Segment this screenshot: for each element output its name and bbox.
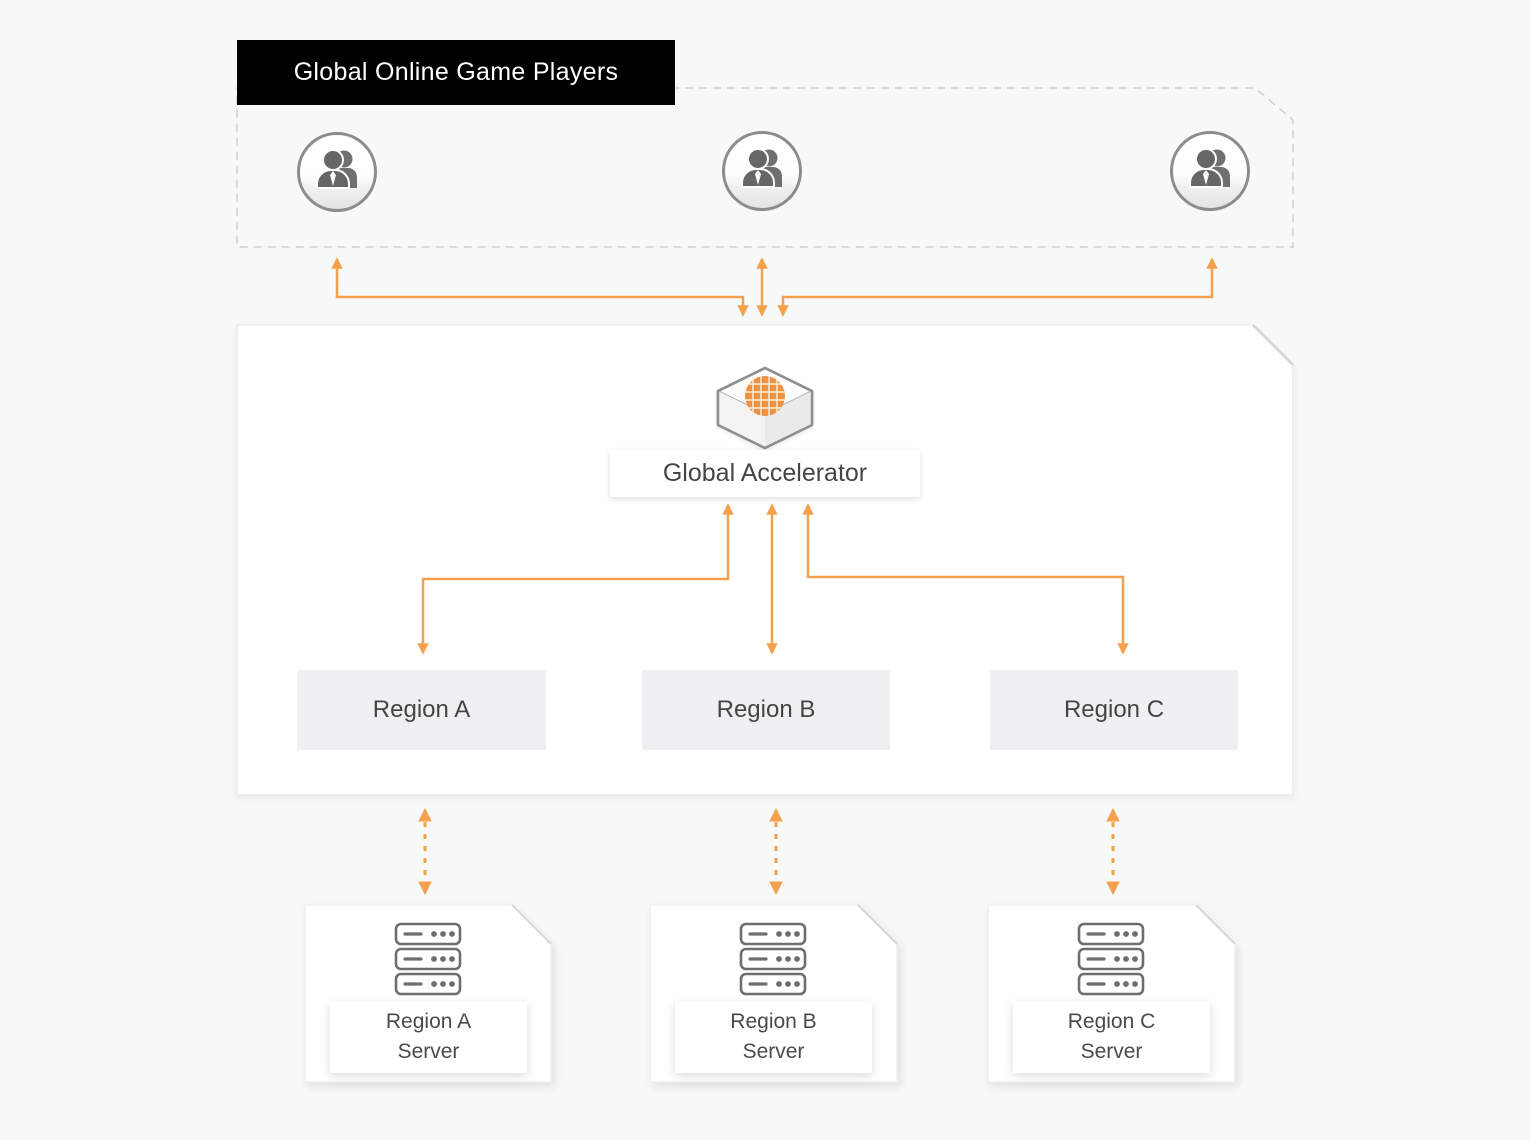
region-c-box: Region C — [990, 670, 1238, 750]
server-rack-icon — [739, 922, 807, 996]
server-rack-icons — [394, 922, 1145, 996]
arrows-players-accelerator — [331, 257, 1218, 317]
diagram-title-bar: Global Online Game Players — [237, 40, 675, 105]
game-players-icon — [1170, 131, 1250, 211]
arrows-regions-servers — [418, 807, 1120, 896]
server-a-label: Region A Server — [330, 1001, 527, 1073]
globe-cube-icon — [716, 366, 814, 450]
game-players-icon — [722, 131, 802, 211]
region-b-box: Region B — [642, 670, 890, 750]
server-rack-icon — [1077, 922, 1145, 996]
diagram-title: Global Online Game Players — [293, 58, 619, 86]
arrows-accelerator-regions — [417, 503, 1129, 655]
server-b-label: Region B Server — [675, 1001, 872, 1073]
region-a-box: Region A — [297, 670, 546, 750]
region-c-label: Region C — [1063, 696, 1165, 723]
server-rack-icon — [394, 922, 462, 996]
server-c-label: Region C Server — [1013, 1001, 1210, 1073]
players-group — [297, 131, 1250, 212]
region-a-label: Region A — [372, 696, 471, 723]
region-b-label: Region B — [716, 696, 816, 723]
global-accelerator-label: Global Accelerator — [610, 450, 920, 497]
game-players-icon — [297, 132, 377, 212]
